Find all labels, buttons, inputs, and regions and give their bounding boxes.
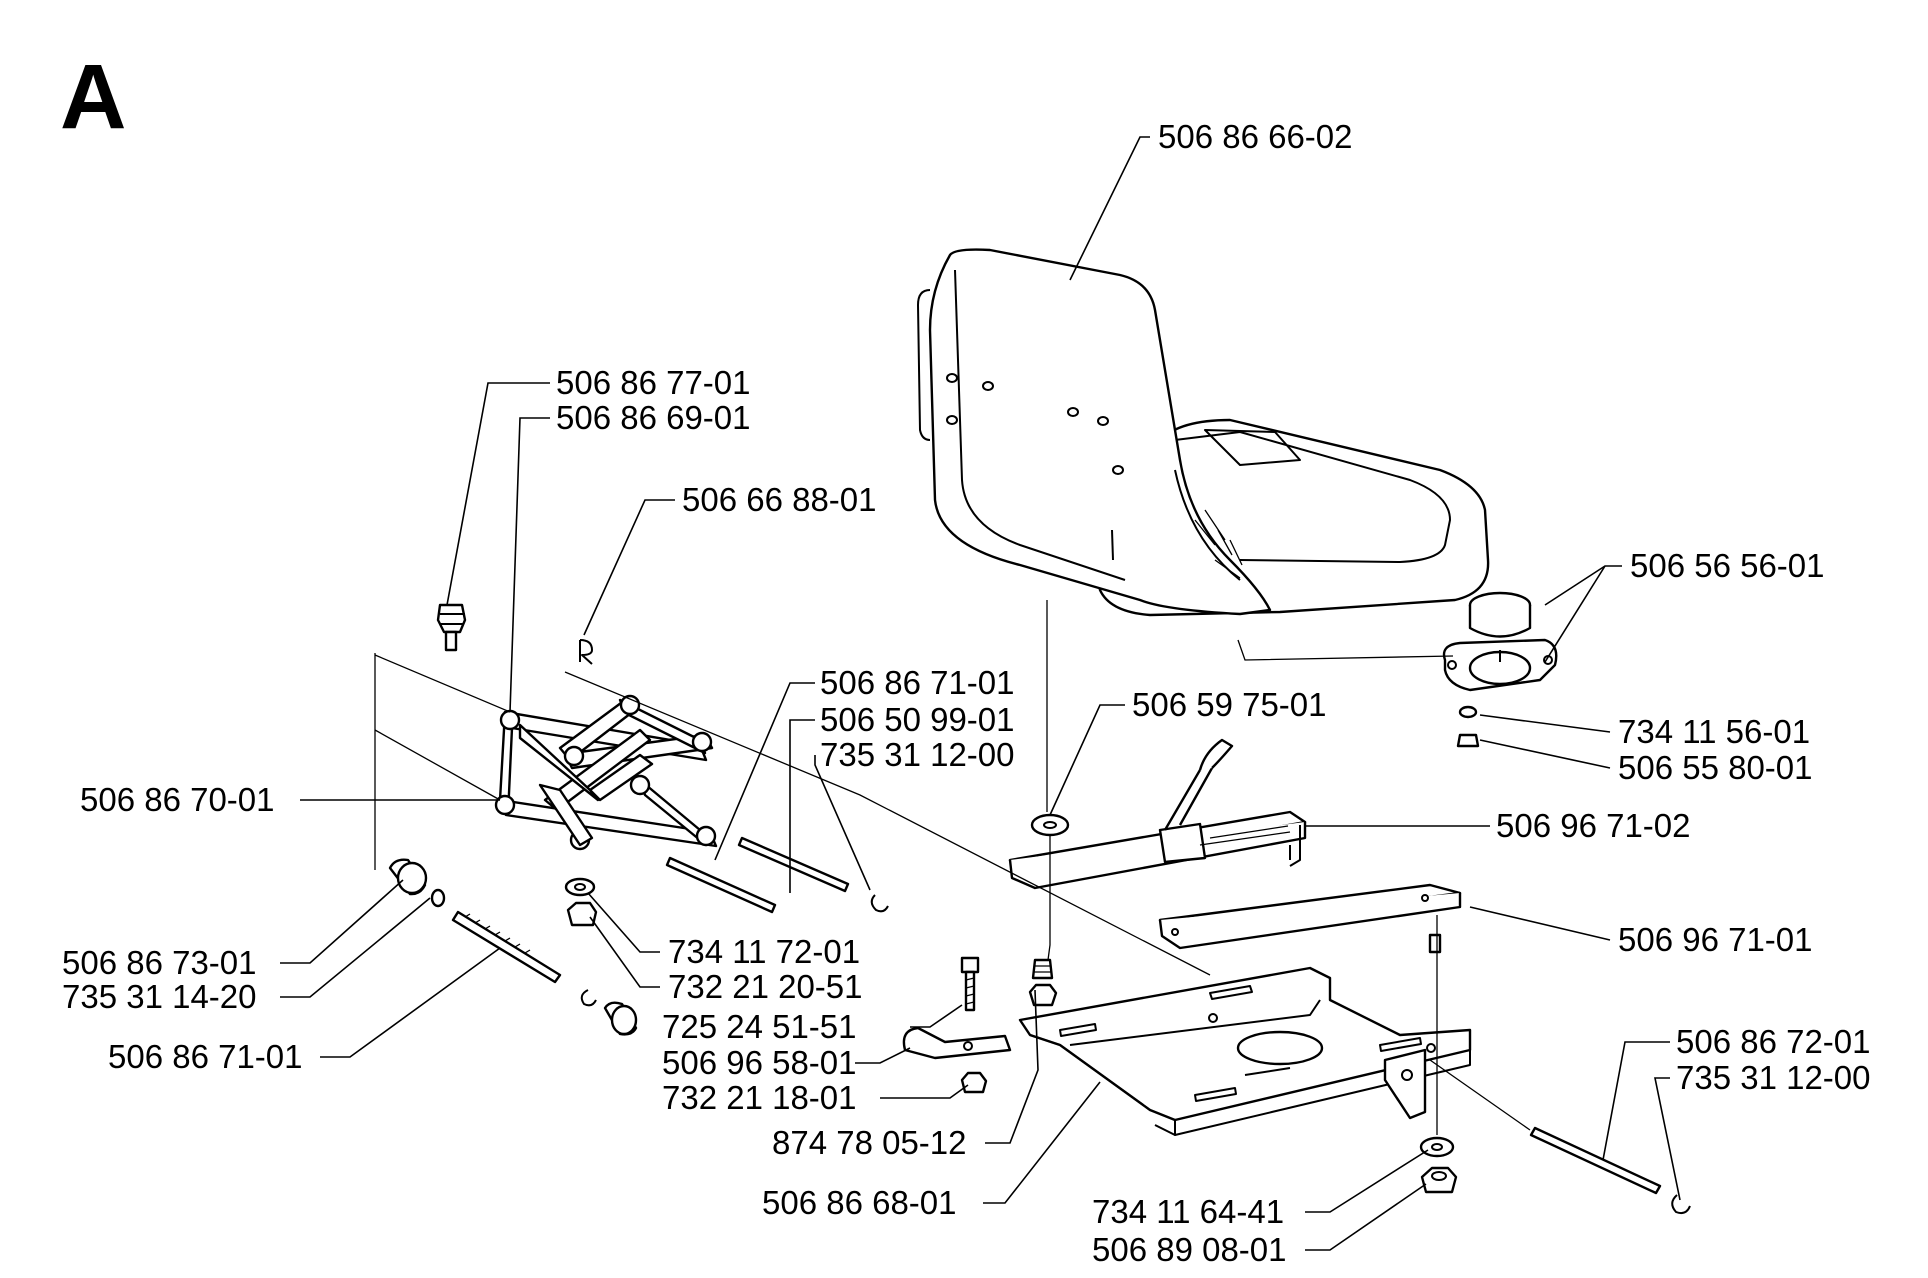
part-label-washer-base: 734 11 64-41	[1092, 1193, 1284, 1230]
bracket-drawing	[902, 956, 1058, 1094]
part-label-seat-pin-1: 506 86 77-01	[556, 364, 751, 401]
part-label-nut-stop: 506 55 80-01	[1618, 749, 1813, 786]
part-label-washer-stop: 734 11 56-01	[1618, 713, 1810, 750]
rail-drawing	[1008, 738, 1462, 954]
part-label-bolt-rail: 874 78 05-12	[772, 1124, 967, 1161]
part-labels: 506 86 66-02 506 86 77-01 506 86 69-01 5…	[62, 118, 1871, 1268]
part-label-rod-right: 506 86 72-01	[1676, 1023, 1871, 1060]
base-plate-drawing	[1018, 966, 1472, 1194]
part-label-bump-stop: 506 56 56-01	[1630, 547, 1825, 584]
part-label-clip-upper: 735 31 12-00	[820, 736, 1015, 773]
part-label-rail-lever: 506 96 71-02	[1496, 807, 1691, 844]
part-label-bracket: 506 96 58-01	[662, 1044, 857, 1081]
leader-lines	[280, 136, 1681, 1251]
part-label-washer-rail: 506 59 75-01	[1132, 686, 1327, 723]
part-label-nut-link: 732 21 20-51	[668, 968, 863, 1005]
part-label-base-plate: 506 86 68-01	[762, 1184, 957, 1221]
part-label-seat-pin-2: 506 86 69-01	[556, 399, 751, 436]
part-label-nut-base: 506 89 08-01	[1092, 1231, 1287, 1268]
part-label-rod-lower: 506 86 71-01	[108, 1038, 303, 1075]
part-label-linkage: 506 86 70-01	[80, 781, 275, 818]
part-label-bushing: 506 86 73-01	[62, 944, 257, 981]
assembly-lines	[374, 600, 1531, 1135]
seat-drawing	[917, 248, 1490, 617]
right-rod-drawing	[1529, 1126, 1691, 1215]
part-label-r-clip: 506 66 88-01	[682, 481, 877, 518]
part-label-clip-lower: 735 31 14-20	[62, 978, 257, 1015]
part-label-washer-link: 734 11 72-01	[668, 933, 860, 970]
part-label-nut-bracket: 732 21 18-01	[662, 1079, 857, 1116]
linkage-drawing	[388, 603, 889, 1036]
part-label-clip-right: 735 31 12-00	[1676, 1059, 1871, 1096]
part-label-rod-upper: 506 86 71-01	[820, 664, 1015, 701]
part-label-rod-upper-2: 506 50 99-01	[820, 701, 1015, 738]
bump-stop-drawing	[1442, 591, 1558, 748]
section-label: A	[60, 46, 126, 148]
part-label-rail: 506 96 71-01	[1618, 921, 1813, 958]
part-label-bolt-bracket: 725 24 51-51	[662, 1008, 857, 1045]
part-label-seat: 506 86 66-02	[1158, 118, 1353, 155]
